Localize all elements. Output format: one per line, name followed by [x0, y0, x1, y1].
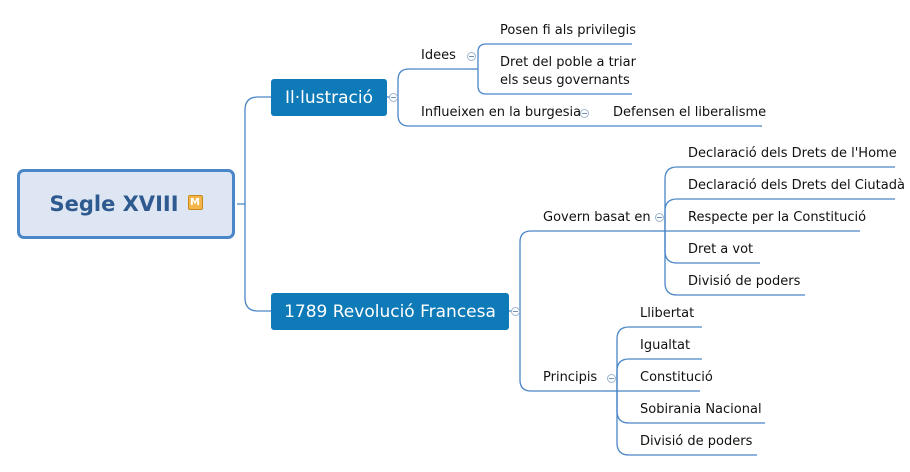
collapse-principis-icon[interactable]	[607, 374, 616, 383]
marker-icon: M	[187, 194, 203, 210]
subtopic-dret-poble-line2[interactable]: els seus governants	[500, 73, 630, 88]
central-topic[interactable]: Segle XVIII M	[17, 169, 235, 239]
subtopic-dret-poble-line1[interactable]: Dret del poble a triar	[500, 55, 636, 70]
collapse-idees-icon[interactable]	[467, 52, 476, 61]
topic-revolucio-label: 1789 Revolució Francesa	[284, 301, 496, 322]
subtopic-sobirania[interactable]: Sobirania Nacional	[640, 402, 762, 417]
subtopic-idees[interactable]: Idees	[421, 48, 456, 63]
subtopic-dret-vot[interactable]: Dret a vot	[688, 242, 754, 257]
central-topic-title: Segle XVIII	[49, 192, 179, 216]
collapse-govern-icon[interactable]	[655, 213, 664, 222]
subtopic-liberalisme[interactable]: Defensen el liberalisme	[613, 105, 767, 120]
subtopic-burgesia[interactable]: Influeixen en la burgesia	[421, 105, 582, 120]
topic-illustracio[interactable]: Il·lustració	[271, 79, 387, 116]
subtopic-drets-ciutada[interactable]: Declaració dels Drets del Ciutadà	[688, 178, 905, 193]
subtopic-privilegis[interactable]: Posen fi als privilegis	[500, 23, 637, 38]
subtopic-govern[interactable]: Govern basat en	[543, 210, 651, 225]
collapse-burgesia-icon[interactable]	[580, 109, 589, 118]
subtopic-principis[interactable]: Principis	[543, 370, 598, 385]
subtopic-divisio-poders-principis[interactable]: Divisió de poders	[640, 434, 753, 449]
collapse-revolucio-icon[interactable]	[511, 307, 520, 316]
collapse-illustracio-icon[interactable]	[389, 93, 398, 102]
subtopic-llibertat[interactable]: Llibertat	[640, 306, 695, 321]
topic-illustracio-label: Il·lustració	[284, 87, 374, 108]
subtopic-igualtat[interactable]: Igualtat	[640, 338, 691, 353]
topic-revolucio-francesa[interactable]: 1789 Revolució Francesa	[271, 293, 509, 330]
subtopic-constitucio[interactable]: Constitució	[640, 370, 713, 385]
subtopic-constitucio-respecte[interactable]: Respecte per la Constitució	[688, 210, 867, 225]
subtopic-divisio-poders-govern[interactable]: Divisió de poders	[688, 274, 801, 289]
subtopic-drets-home[interactable]: Declaració dels Drets de l'Home	[688, 146, 897, 161]
